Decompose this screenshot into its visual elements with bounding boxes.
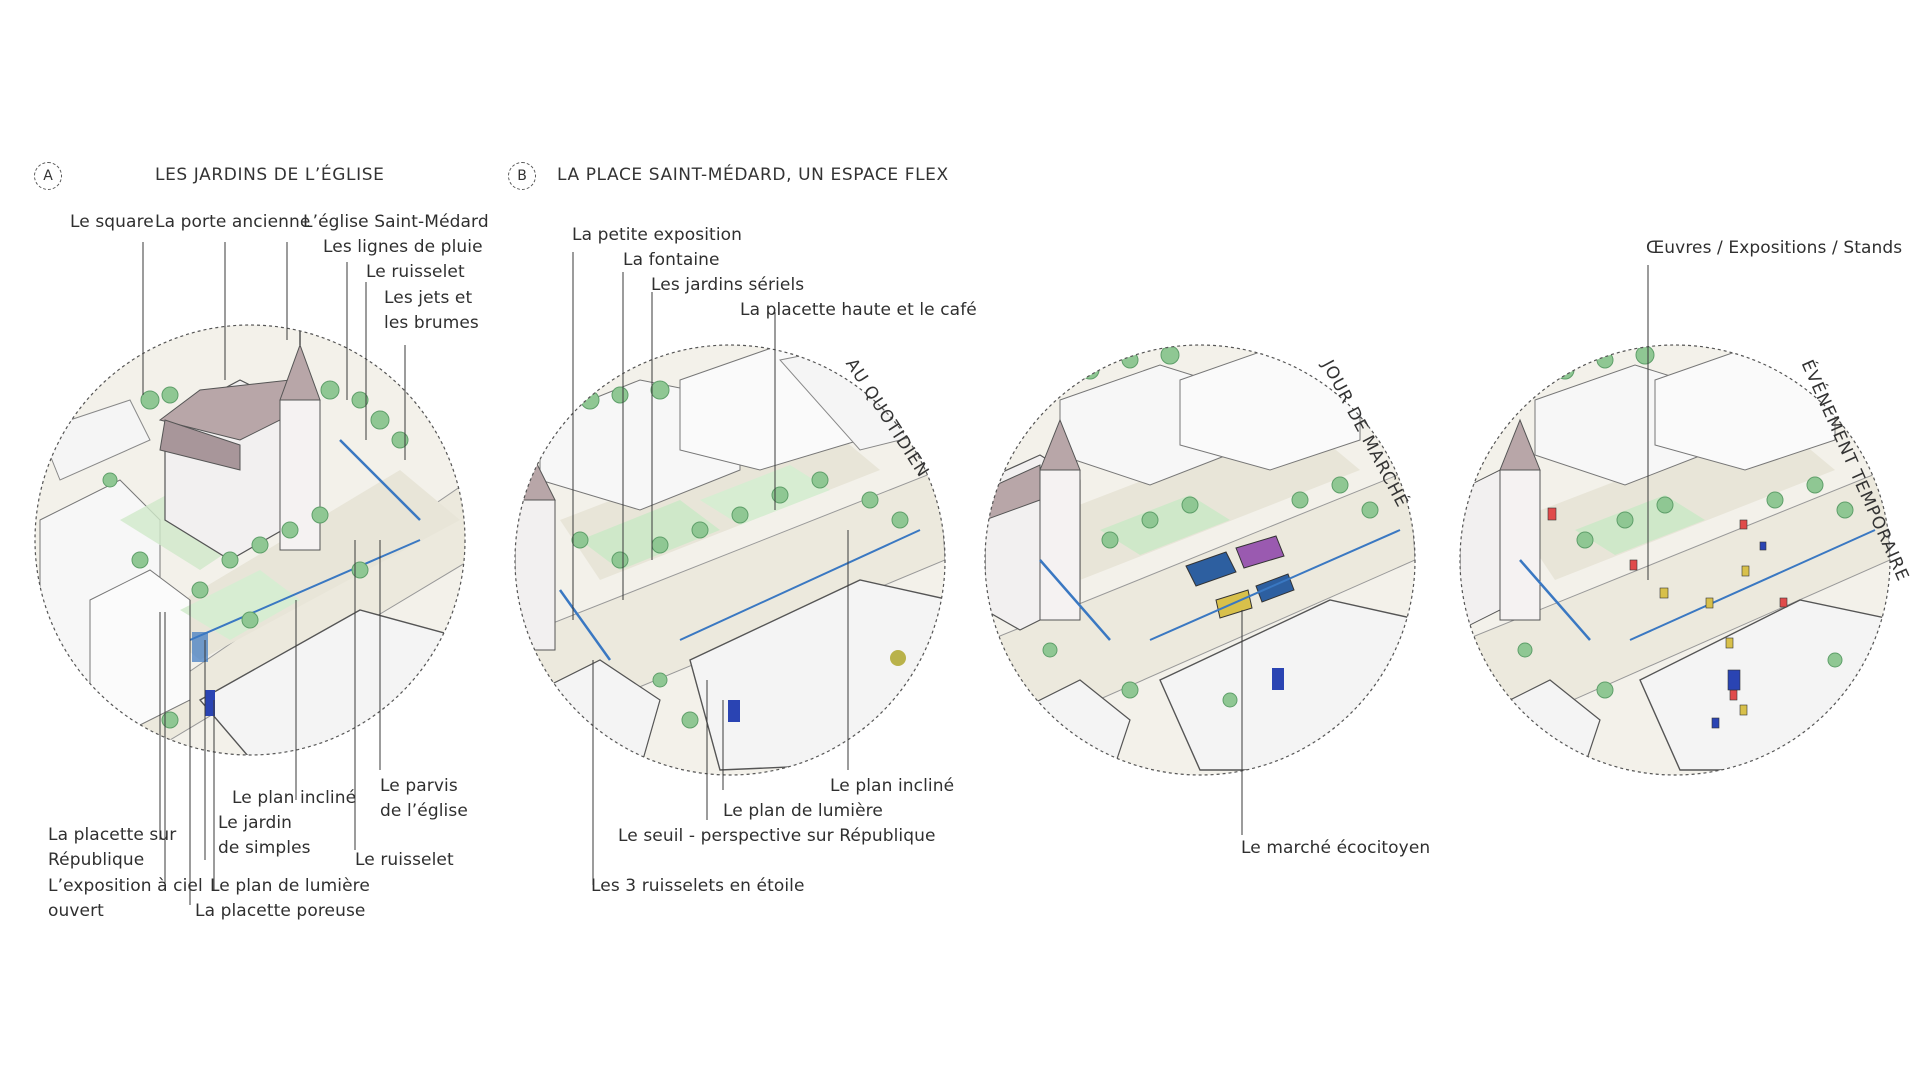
label-plan-lumiere-a: Le plan de lumière xyxy=(210,876,370,896)
label-porte-ancienne: La porte ancienne xyxy=(155,212,311,232)
label-jets-1: Les jets et xyxy=(384,288,473,308)
label-parvis-2: de l’église xyxy=(380,801,468,821)
label-plan-lumiere-b: Le plan de lumière xyxy=(723,801,883,821)
label-fontaine: La fontaine xyxy=(623,250,720,270)
label-placette-republique-1: La placette sur xyxy=(48,825,177,845)
section-b-title: LA PLACE SAINT-MÉDARD, UN ESPACE FLEX xyxy=(557,165,949,185)
label-placette-republique-2: République xyxy=(48,850,145,870)
section-a-title: LES JARDINS DE L’ÉGLISE xyxy=(155,165,385,185)
circle-c xyxy=(984,344,1416,835)
section-a-badge: A xyxy=(34,162,62,190)
label-seuil: Le seuil - perspective sur République xyxy=(618,826,936,846)
label-ruisselet-bottom: Le ruisselet xyxy=(355,850,454,870)
label-plan-incline-a: Le plan incliné xyxy=(232,788,357,808)
circle-c-scene xyxy=(985,345,1415,775)
label-eglise: L’église Saint-Médard xyxy=(303,212,489,232)
label-ruisselet-top: Le ruisselet xyxy=(366,262,465,282)
circle-d xyxy=(1459,265,1891,776)
label-petite-exposition: La petite exposition xyxy=(572,225,743,245)
label-placette-poreuse: La placette poreuse xyxy=(195,901,366,921)
label-placette-haute: La placette haute et le café xyxy=(740,300,977,320)
label-square: Le square xyxy=(70,212,154,232)
label-ruisselets-etoile: Les 3 ruisselets en étoile xyxy=(591,876,805,896)
label-lignes-pluie: Les lignes de pluie xyxy=(323,237,483,257)
label-exposition-1: L’exposition à ciel xyxy=(48,876,203,896)
section-b-badge: B xyxy=(508,162,536,190)
circle-a-scene xyxy=(35,325,465,755)
label-plan-incline-b: Le plan incliné xyxy=(830,776,955,796)
label-jardin-2: de simples xyxy=(218,838,311,858)
label-parvis-1: Le parvis xyxy=(380,776,458,796)
label-marche-ecocitoyen: Le marché écocitoyen xyxy=(1241,838,1431,858)
label-oeuvres: Œuvres / Expositions / Stands xyxy=(1646,238,1903,258)
label-jets-2: les brumes xyxy=(384,313,479,333)
label-exposition-2: ouvert xyxy=(48,901,104,921)
label-jardins-seriels: Les jardins sériels xyxy=(651,275,805,295)
label-jardin-1: Le jardin xyxy=(218,813,293,833)
